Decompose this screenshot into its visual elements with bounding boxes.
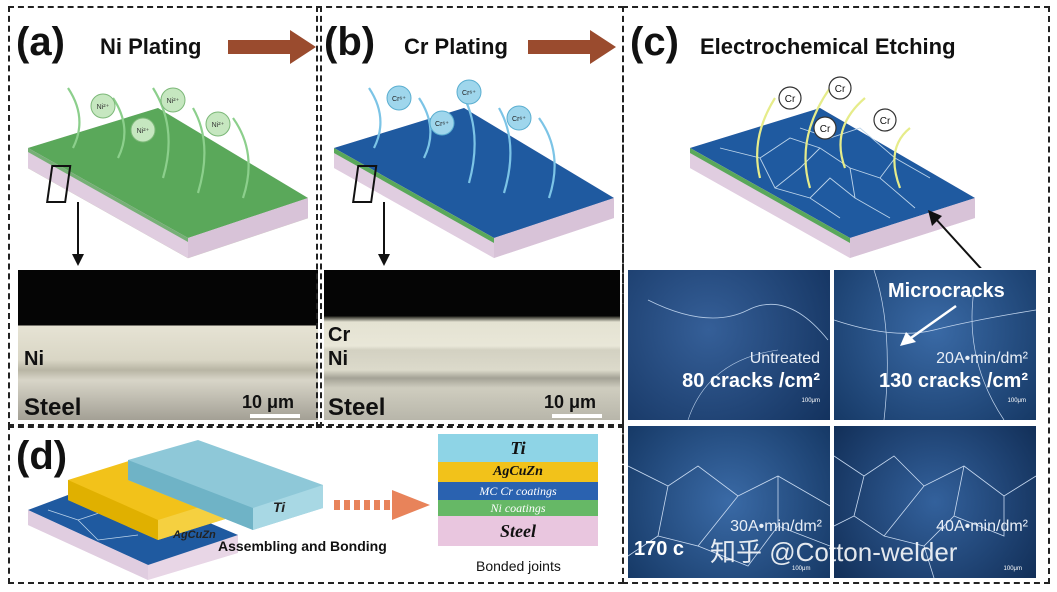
micro-b-ni-label: Ni [328,348,348,370]
panel-c-title: Electrochemical Etching [700,34,956,59]
30a-condition: 30A•min/dm² [730,518,822,535]
micro-a-steel-label: Steel [24,394,82,420]
ni-ion-label: Ni²⁺ [167,98,180,105]
panel-c-label: (c) [630,20,679,64]
micro-b-scale-bar [552,414,602,418]
bonded-joint-stack: Ti AgCuZn MC Cr coatings Ni coatings Ste… [438,434,598,546]
block-ti-label: Ti [273,499,286,515]
20a-scale: 100μm [1007,398,1026,404]
untreated-count: 80 cracks /cm² [682,370,820,392]
30a-count: 170 c [634,538,685,560]
panel-a-micrograph: Ni Steel 10 μm [18,270,318,420]
cr-ion-label: Cr⁶⁺ [392,96,406,103]
panel-b: (b) Cr Plating Cr⁶⁺ Cr⁶⁺ Cr⁶⁺ Cr⁶⁺ Cr Ni… [316,6,624,428]
panel-a-ni-plate-schematic: Ni²⁺ Ni²⁺ Ni²⁺ Ni²⁺ [27,87,309,266]
micro-b-cr-label: Cr [328,324,351,346]
panel-c: (c) Electrochemical Etching Cr Cr Cr Cr … [622,6,1050,584]
process-label: Assembling and Bonding [218,538,387,554]
untreated-scale: 100μm [801,398,820,404]
cr-ion-label: Cr⁶⁺ [512,116,526,123]
etched-cr-label: Cr [880,116,891,127]
layer-ti: Ti [438,434,598,462]
panel-b-label: (b) [324,20,376,64]
30a-scale: 100μm [792,566,811,572]
crack-image-untreated: Untreated 80 cracks /cm² 100μm [628,270,830,420]
layer-ni: Ni coatings [438,500,598,516]
watermark: 知乎 @Cotton-welder [710,537,958,567]
micro-a-scale-label: 10 μm [242,392,295,412]
panel-a: (a) Ni Plating Ni²⁺ Ni²⁺ Ni²⁺ Ni²⁺ Ni St… [8,6,322,428]
micro-a-scale-bar [250,414,300,418]
panel-b-title: Cr Plating [404,34,508,59]
panel-b-arrow-icon [528,30,616,64]
layer-steel: Steel [438,516,598,546]
panel-a-label: (a) [16,20,65,64]
ni-ion-label: Ni²⁺ [212,122,225,129]
layer-mc-cr: MC Cr coatings [438,482,598,500]
ni-ion-label: Ni²⁺ [97,104,110,111]
20a-condition: 20A•min/dm² [936,350,1028,367]
panel-a-title: Ni Plating [100,34,202,59]
panel-d-label: (d) [16,434,68,478]
panel-b-cr-plate-schematic: Cr⁶⁺ Cr⁶⁺ Cr⁶⁺ Cr⁶⁺ [334,79,614,266]
layer-agcuzn: AgCuZn [438,462,598,482]
20a-count: 130 cracks /cm² [878,370,1028,392]
etched-cr-label: Cr [820,124,831,135]
40a-condition: 40A•min/dm² [936,518,1028,535]
40a-scale: 100μm [1003,566,1022,572]
microcracks-callout: Microcracks [888,280,1005,302]
etched-cr-label: Cr [835,84,846,95]
cr-ion-label: Cr⁶⁺ [462,90,476,97]
ni-ion-label: Ni²⁺ [137,128,150,135]
panel-b-micrograph: Cr Ni Steel 10 μm [324,270,620,420]
panel-d-assembly-schematic: Ti AgCuZn [28,440,323,580]
micro-a-ni-label: Ni [24,348,44,370]
crack-image-20a: Microcracks 20A•min/dm² 130 cracks /cm² … [834,270,1036,420]
panel-d: (d) Ti AgCuZn Assembling and Bonding Ti … [8,424,624,584]
cr-ion-label: Cr⁶⁺ [435,121,449,128]
untreated-condition: Untreated [749,350,820,367]
crack-image-30a: 30A•min/dm² 170 c 100μm [628,426,830,578]
block-agcuzn-label: AgCuZn [172,529,216,541]
process-arrow-icon [334,490,430,520]
panel-a-arrow-icon [228,30,316,64]
microcracks-arrow-icon [900,304,957,346]
crack-image-40a: 40A•min/dm² 100μm [834,426,1036,578]
micro-b-steel-label: Steel [328,394,386,420]
panel-c-etch-schematic: Cr Cr Cr Cr [690,76,982,268]
etched-cr-label: Cr [785,94,796,105]
micro-b-scale-label: 10 μm [544,392,597,412]
bonded-joints-caption: Bonded joints [476,558,561,574]
